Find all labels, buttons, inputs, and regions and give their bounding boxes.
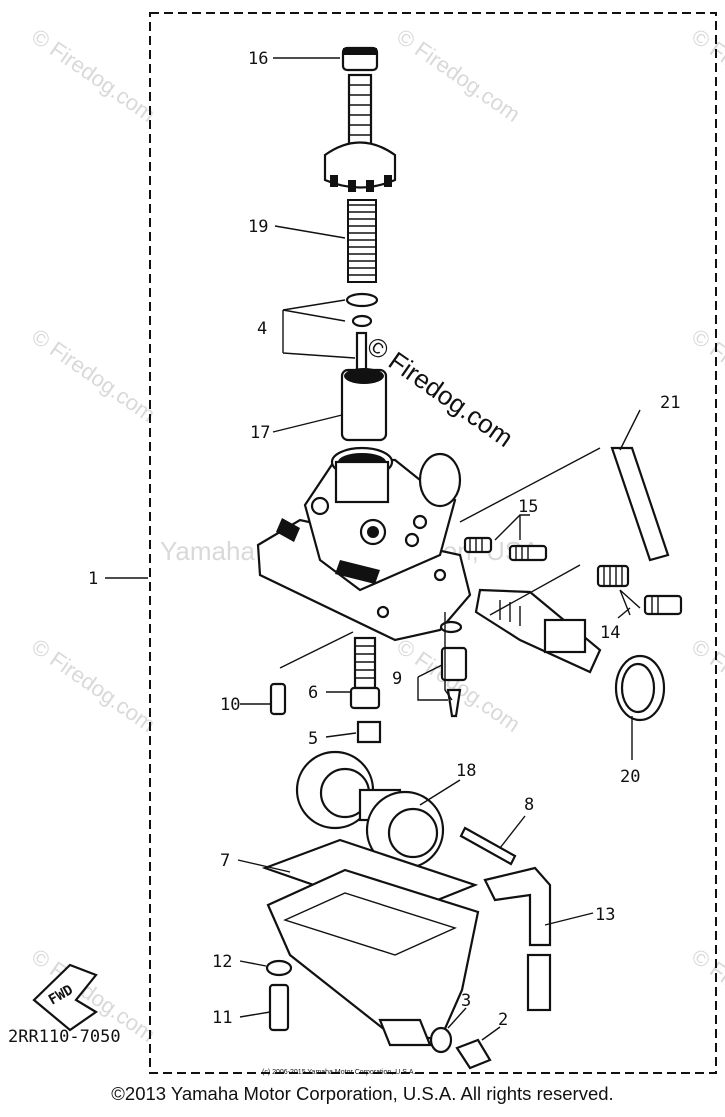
callout-8: 8	[524, 795, 534, 815]
callout-1: 1	[88, 569, 98, 589]
part-13-overflow-hose	[483, 866, 552, 1012]
part-1-carburetor-body	[256, 446, 472, 642]
part-mixing-chamber-top	[323, 73, 397, 192]
callout-2: 2	[498, 1010, 508, 1030]
callout-7: 7	[220, 851, 230, 871]
part-19-throttle-spring	[347, 199, 377, 283]
watermark-bottom-right: © Firedog.com	[687, 944, 725, 1047]
callout-12: 12	[212, 952, 232, 972]
callout-14: 14	[600, 623, 620, 643]
small-copyright: (c) 2006-2015 Yamaha Motor Corporation, …	[262, 1069, 415, 1076]
callout-6: 6	[308, 683, 318, 703]
part-17-throttle-valve	[340, 368, 388, 442]
callout-4: 4	[257, 319, 267, 339]
drawing-code: 2RR110-7050	[8, 1027, 121, 1047]
part-8-float-pin	[459, 826, 517, 866]
callout-16: 16	[248, 49, 268, 69]
part-2-drain-screw	[455, 1038, 492, 1070]
copyright-footer: ©2013 Yamaha Motor Corporation, U.S.A. A…	[111, 1083, 614, 1104]
callout-5: 5	[308, 729, 318, 749]
leader-lines	[105, 57, 641, 1041]
callout-17: 17	[250, 423, 270, 443]
part-14-throttle-stop-screw	[596, 564, 683, 616]
part-10-screw	[269, 682, 287, 716]
watermark-tl: © Firedog.com	[27, 24, 160, 127]
watermark-tr: © Firedog.com	[687, 24, 725, 127]
callout-10: 10	[220, 695, 240, 715]
callout-11: 11	[212, 1008, 232, 1028]
watermark-mr: © Firedog.com	[687, 324, 725, 427]
callout-15: 15	[518, 497, 538, 517]
part-float-chamber	[266, 868, 480, 1047]
part-5-main-jet	[356, 720, 382, 744]
part-15-pilot-screw	[463, 536, 548, 562]
callout-13: 13	[595, 905, 615, 925]
callout-21: 21	[660, 393, 680, 413]
part-11-screw	[268, 983, 290, 1032]
part-21-hose	[610, 446, 670, 562]
assembly-boundary	[149, 12, 717, 1074]
callout-9: 9	[392, 669, 402, 689]
part-3-washer	[429, 1026, 453, 1054]
watermark-br: © Firedog.com	[687, 634, 725, 737]
watermark-tc: © Firedog.com	[392, 24, 525, 127]
watermark-ml: © Firedog.com	[27, 324, 160, 427]
part-6-needle-jet	[349, 636, 381, 710]
part-20-starter-plunger	[474, 588, 666, 722]
part-18-float	[295, 750, 445, 870]
fwd-arrow-icon: FWD	[32, 963, 99, 1032]
watermark-bl: © Firedog.com	[27, 634, 160, 737]
callout-labels: 1 2 3 4 5 6 7 8 9 10 11 12 13 14 15 16 1…	[88, 49, 680, 1030]
part-16-cap-nut	[341, 46, 379, 72]
callout-18: 18	[456, 761, 476, 781]
part-12-washer	[265, 959, 293, 977]
part-4-needle-retainer	[345, 292, 379, 375]
callout-19: 19	[248, 217, 268, 237]
callout-3: 3	[461, 991, 471, 1011]
part-9-needle-valve	[439, 620, 468, 718]
callout-20: 20	[620, 767, 640, 787]
